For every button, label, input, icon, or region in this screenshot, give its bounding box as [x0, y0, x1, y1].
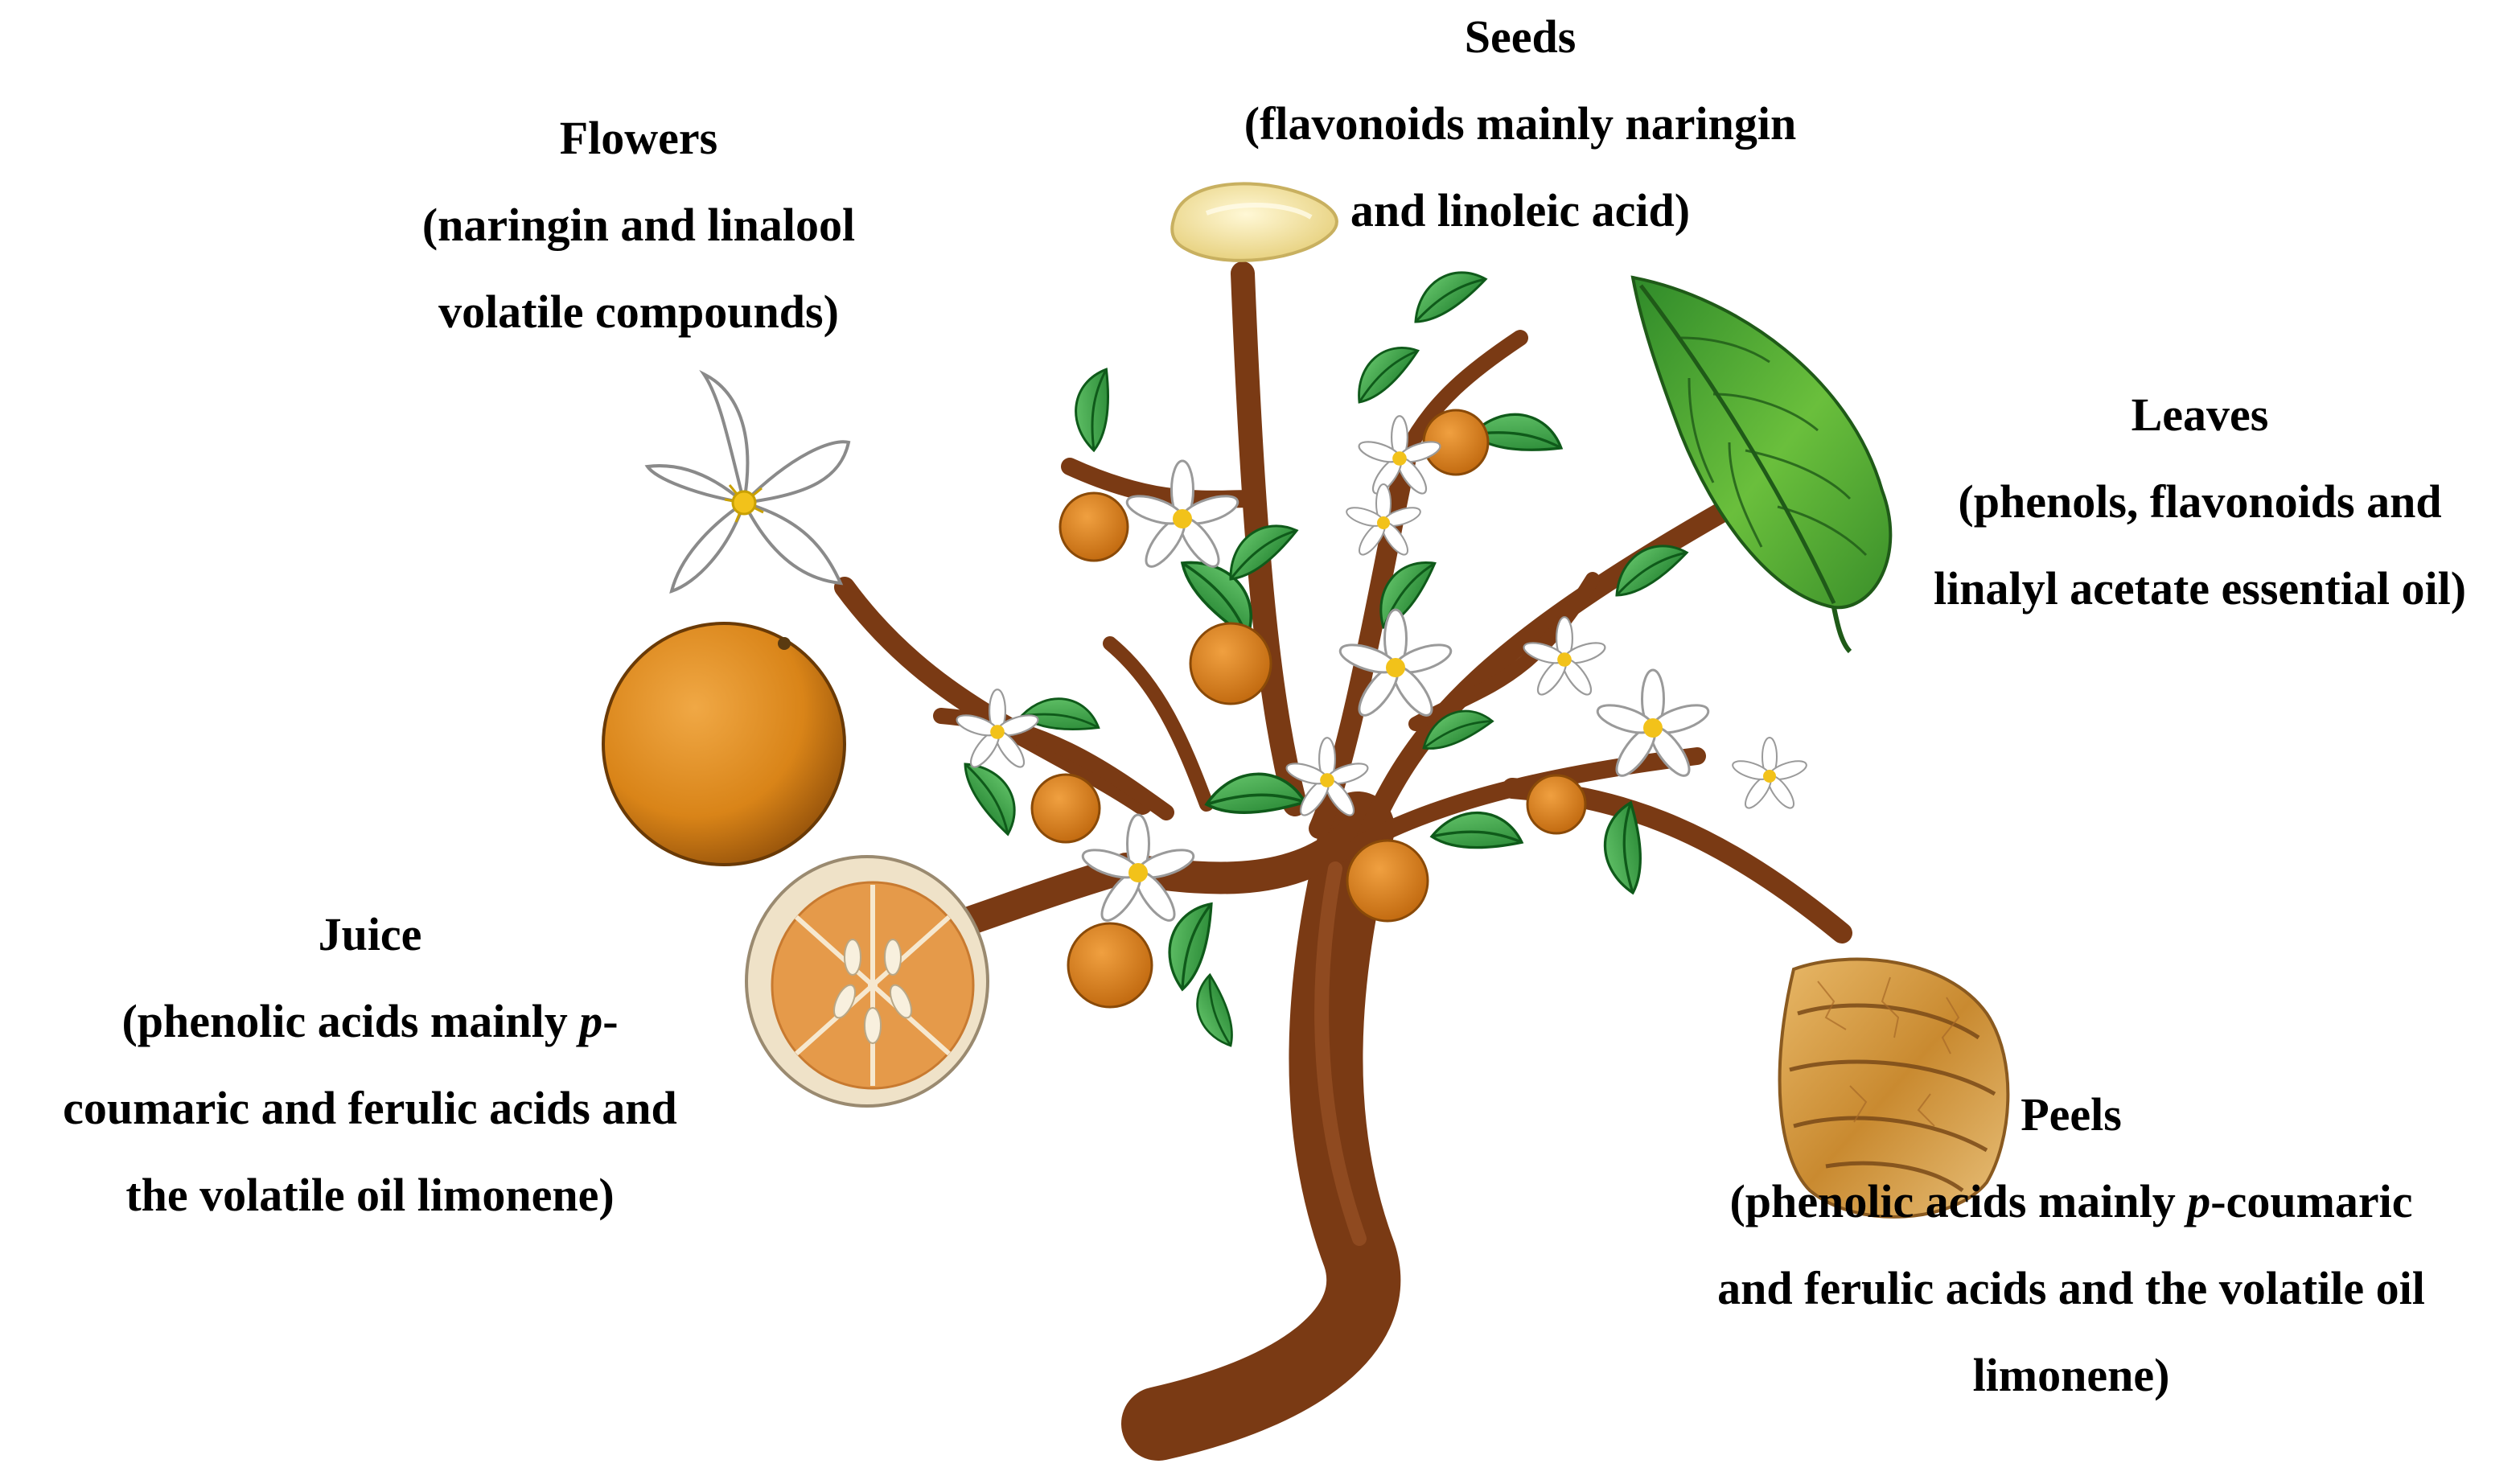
orange-half-icon — [745, 855, 989, 1108]
leaves-description-line-2: linalyl acetate essential oil) — [1933, 562, 2467, 615]
flowers-description-line-2: volatile compounds) — [438, 286, 839, 338]
juice-label: Juice (phenolic acids mainly p- coumaric… — [0, 891, 740, 1239]
flower-icon — [644, 369, 851, 594]
leaves-title: Leaves — [2131, 388, 2269, 441]
peels-label: Peels (phenolic acids mainly p-coumaric … — [1609, 1071, 2520, 1419]
juice-description-text: (phenolic acids mainly — [121, 995, 568, 1047]
seeds-title: Seeds — [1464, 10, 1577, 63]
peels-description-line-3: limonene) — [1972, 1349, 2170, 1401]
peels-italic-p: p — [2187, 1175, 2211, 1227]
peel-icon — [1778, 957, 2010, 1219]
seeds-description-line-1: (flavonoids mainly naringin — [1244, 97, 1797, 150]
tree-trunk — [834, 261, 1852, 1461]
seeds-description-line-2: and linoleic acid) — [1350, 184, 1691, 236]
leaves-description-line-1: (phenols, flavonoids and — [1958, 475, 2442, 528]
leaf-icon — [1630, 275, 1893, 654]
peels-description-text: (phenolic acids mainly — [1729, 1175, 2176, 1227]
flowers-description-line-1: (naringin and linalool — [421, 199, 856, 251]
leaves-label: Leaves (phenols, flavonoids and linalyl … — [1818, 372, 2520, 632]
orange-fruit-icon — [602, 622, 846, 866]
juice-description-line-2: coumaric and ferulic acids and — [63, 1082, 677, 1134]
peels-description-line-2: and ferulic acids and the volatile oil — [1717, 1262, 2425, 1314]
flowers-label: Flowers (naringin and linalool volatile … — [317, 95, 960, 356]
juice-italic-p: p — [579, 995, 603, 1047]
juice-description-line-1: (phenolic acids mainly p- — [0, 978, 740, 1065]
peels-title: Peels — [2021, 1088, 2122, 1141]
peels-coumaric: -coumaric — [2210, 1175, 2413, 1227]
peels-description-line-1: (phenolic acids mainly p-coumaric — [1609, 1158, 2520, 1245]
seeds-label: Seeds (flavonoids mainly naringin and li… — [1198, 0, 1842, 254]
seed-icon — [1170, 182, 1338, 262]
juice-title: Juice — [318, 908, 422, 960]
flowers-title: Flowers — [559, 112, 718, 164]
juice-description-line-3: the volatile oil limonene) — [125, 1169, 615, 1221]
juice-hyphen: - — [602, 995, 619, 1047]
tree-trunk-highlight — [1314, 861, 1367, 1246]
